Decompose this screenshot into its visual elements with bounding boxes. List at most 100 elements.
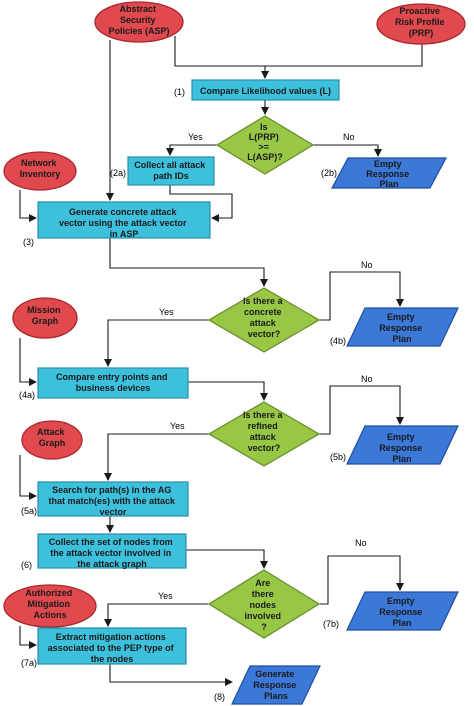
step2b-label: (2b) — [321, 168, 337, 178]
edge-d3-no — [318, 385, 404, 435]
svg-text:Generate concrete attack: Generate concrete attack vector using th… — [59, 207, 189, 239]
step8-output: Generate Response Plans (8) — [214, 665, 321, 705]
step7b-line-2: Response — [379, 607, 422, 617]
step6-line-3: the attack graph — [77, 559, 147, 569]
step5a-line-2: that match(es) with the attack — [48, 496, 176, 506]
step5a-label: (5a) — [21, 506, 37, 516]
svg-text:Abstract Security: Abstract Security Policies (ASP) — [108, 4, 169, 36]
step5b-output: Empty Response Plan (5b) — [330, 425, 459, 465]
step8-line-1: Generate — [255, 669, 294, 679]
prp-line-1: Proactive — [399, 6, 440, 16]
svg-text:Empty Response Pla: Empty Response Plan — [379, 432, 425, 464]
step5a-box: Search for path(s) in the AG that match(… — [21, 481, 189, 517]
d3-line-1: Is there a — [243, 410, 284, 420]
step2b-line-3: Plan — [379, 179, 398, 189]
mission-graph-oval: Mission Graph — [12, 297, 78, 339]
step3-line-2: vector using the attack vector — [59, 218, 187, 228]
svg-text:Compare entry points and: Compare entry points and business device… — [56, 372, 170, 393]
svg-text:Mission Graph: Mission Graph — [27, 305, 63, 326]
step5b-line-3: Plan — [392, 454, 411, 464]
step1-box: Compare Likelihood values (L) (1) — [174, 79, 340, 101]
svg-text:Is there a concrete: Is there a concrete attack vector? — [243, 296, 285, 339]
edge-d2-no — [318, 271, 404, 321]
d2-line-4: vector? — [248, 329, 281, 339]
decision-3: Is there a refined attack vector? — [207, 401, 321, 467]
svg-text:Generate Response: Generate Response Plans — [253, 669, 299, 701]
step6-box: Collect the set of nodes from the attack… — [21, 533, 187, 570]
decision-2: Is there a concrete attack vector? — [207, 287, 321, 353]
authorized-mitigation-oval: Authorized Mitigation Actions — [3, 584, 97, 628]
edge-d4-yes — [104, 603, 210, 627]
attack-graph-line-1: Attack — [37, 427, 66, 437]
edge-step3-to-d2 — [109, 238, 268, 287]
svg-text:Collect all attack path: Collect all attack path IDs — [134, 160, 208, 181]
prp-line-3: (PRP) — [409, 28, 434, 38]
connectors — [19, 36, 423, 686]
step8-line-2: Response — [253, 680, 296, 690]
d4-line-1: Are — [255, 578, 270, 588]
prp-line-2: Risk Profile — [395, 17, 445, 27]
d1-line-3: >= — [258, 142, 269, 152]
mission-graph-line-2: Graph — [32, 316, 59, 326]
step7b-line-3: Plan — [392, 618, 411, 628]
d3-line-2: refined — [248, 421, 278, 431]
step2b-line-2: Response — [366, 169, 409, 179]
edge-authorized-mitigation-to-step7a — [19, 626, 37, 649]
step7a-line-3: the nodes — [91, 654, 134, 664]
svg-text:Search for path(s) in the AG: Search for path(s) in the AG that match(… — [48, 485, 177, 517]
edge-attack-graph-to-step5a — [19, 455, 37, 500]
step4b-output: Empty Response Plan (4b) — [330, 307, 459, 347]
edge-prp-to-step1 — [265, 44, 423, 67]
step2b-output: Empty Response Plan (2b) — [321, 157, 447, 189]
edge-step6-to-d4 — [186, 549, 268, 569]
step7a-box: Extract mitigation actions associated to… — [21, 627, 187, 668]
edge-d4-no — [318, 555, 404, 605]
step7b-line-1: Empty — [387, 596, 415, 606]
svg-text:Collect the set of nodes from: Collect the set of nodes from the attack… — [49, 537, 176, 569]
svg-text:Proactive Risk Profile: Proactive Risk Profile (PRP) — [395, 6, 447, 38]
step4a-line-2: business devices — [76, 383, 151, 393]
mission-graph-line-1: Mission — [27, 305, 61, 315]
edge-network-inventory-to-step3 — [19, 190, 37, 222]
step8-label: (8) — [214, 692, 225, 702]
d3-yes-label: Yes — [170, 421, 185, 431]
svg-text:Is there a refined: Is there a refined attack vector? — [243, 410, 285, 453]
edge-step4a-to-d3 — [188, 381, 268, 401]
d4-line-4: involved — [244, 611, 281, 621]
d3-line-3: attack — [250, 432, 277, 442]
d4-no-label: No — [355, 538, 367, 548]
authorized-mitigation-line-3: Actions — [33, 610, 66, 620]
step6-line-1: Collect the set of nodes from — [49, 537, 173, 547]
step4a-label: (4a) — [19, 390, 35, 400]
svg-text:Authorized Mitigation: Authorized Mitigation Actions — [25, 588, 75, 620]
step5a-line-1: Search for path(s) in the AG — [52, 485, 171, 495]
svg-text:Network Inventory: Network Inventory — [20, 158, 61, 179]
authorized-mitigation-line-1: Authorized — [25, 588, 72, 598]
step1-text: Compare Likelihood values (L) — [200, 86, 331, 96]
decision-4: Are there nodes involved ? — [207, 569, 321, 639]
step5b-line-1: Empty — [387, 432, 415, 442]
edge-d1-no — [312, 144, 382, 157]
decision-1: Is L(PRP) >= L(ASP)? — [215, 115, 315, 175]
step4b-label: (4b) — [330, 336, 346, 346]
step2a-line-1: Collect all attack — [134, 160, 206, 170]
step5b-line-2: Response — [379, 443, 422, 453]
d4-line-2: there — [252, 589, 274, 599]
step5a-line-3: vector — [99, 507, 127, 517]
edge-step7a-to-step8 — [109, 664, 233, 686]
svg-text:Attack Graph: Attack Graph — [37, 427, 67, 448]
edge-asp-to-step1 — [174, 36, 269, 79]
svg-text:Empty Response Pla: Empty Response Plan — [379, 312, 425, 344]
d1-no-label: No — [343, 132, 355, 142]
d4-line-5: ? — [261, 622, 267, 632]
edge-d3-yes — [104, 433, 210, 481]
svg-text:Extract mitigation actions: Extract mitigation actions associated to… — [48, 632, 176, 664]
asp-line-3: Policies (ASP) — [108, 26, 169, 36]
network-inventory-line-1: Network — [21, 158, 58, 168]
d3-line-4: vector? — [248, 443, 281, 453]
d2-yes-label: Yes — [159, 307, 174, 317]
svg-text:Is L(PRP) >=: Is L(PRP) >= L(ASP)? — [247, 122, 283, 162]
authorized-mitigation-line-2: Mitigation — [27, 599, 70, 609]
